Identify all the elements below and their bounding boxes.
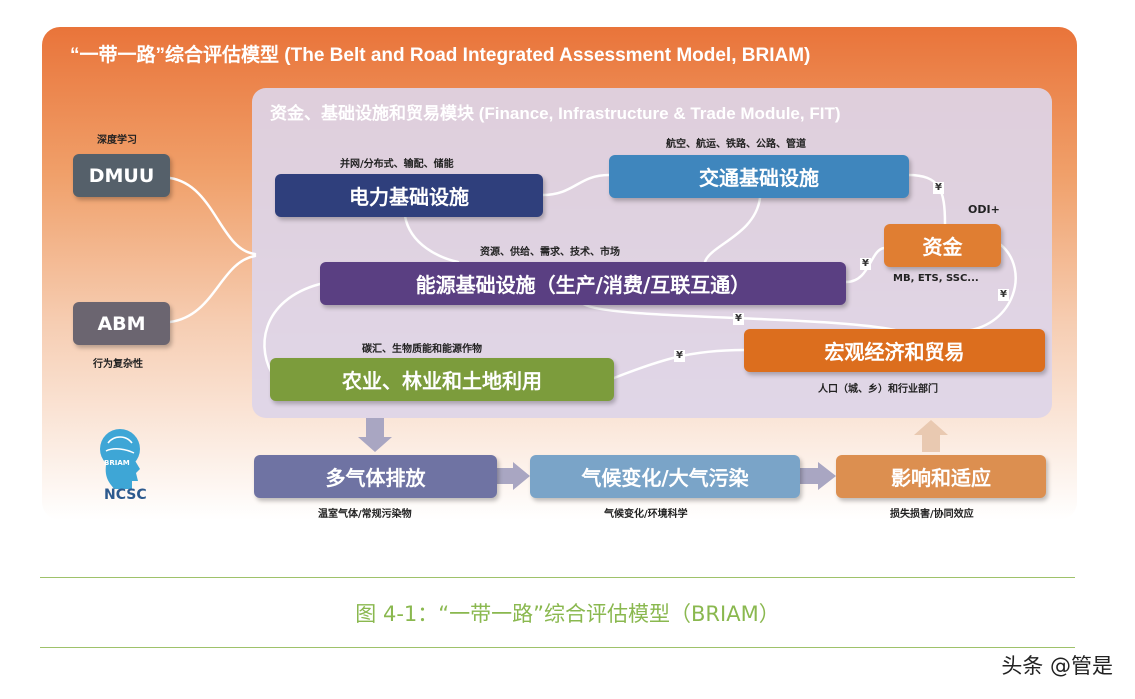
fit-module-title: 资金、基础设施和贸易模块 (Finance, Infrastructure & … — [270, 104, 841, 123]
arrow-up-fit — [914, 420, 948, 452]
energy-infrastructure-box[interactable]: 能源基础设施（生产/消费/互联互通） — [320, 262, 846, 305]
impact-adaptation-box[interactable]: 影响和适应 — [836, 455, 1046, 498]
arrow-right-climate — [497, 462, 530, 490]
logo-text-bottom: NCSC — [104, 487, 147, 503]
caption-top-rule — [40, 577, 1075, 578]
yen-label-finance-macro: ¥ — [998, 289, 1009, 301]
link-transport-energy — [703, 196, 762, 264]
link-power-transport — [540, 173, 611, 197]
finance-note-top: ODI+ — [968, 203, 1000, 216]
climate-change-box[interactable]: 气候变化/大气污染 — [530, 455, 800, 498]
diagram-title: “一带一路”综合评估模型 (The Belt and Road Integrat… — [70, 45, 811, 66]
dmuu-box[interactable]: DMUU — [73, 154, 170, 197]
transport-note: 航空、航运、铁路、公路、管道 — [666, 139, 806, 150]
caption-bottom-rule — [40, 647, 1075, 648]
macro-economy-trade-box[interactable]: 宏观经济和贸易 — [744, 329, 1045, 372]
abm-box[interactable]: ABM — [73, 302, 170, 345]
energy-note: 资源、供给、需求、技术、市场 — [480, 247, 620, 258]
climate-note: 气候变化/环境科学 — [604, 509, 688, 520]
link-finance-macro — [963, 243, 1017, 333]
power-note: 并网/分布式、输配、储能 — [340, 159, 454, 170]
multi-gas-emission-box[interactable]: 多气体排放 — [254, 455, 497, 498]
link-power-energy — [403, 214, 460, 264]
link-energy-agri — [263, 282, 322, 380]
brain-head-icon — [100, 429, 140, 489]
agri-note: 碳汇、生物质能和能源作物 — [362, 344, 482, 355]
figure-caption: 图 4-1：“一带一路”综合评估模型（BRIAM） — [355, 602, 780, 626]
macro-note: 人口（城、乡）和行业部门 — [818, 384, 938, 395]
impact-note: 损失损害/协同效应 — [890, 509, 974, 520]
power-infrastructure-box[interactable]: 电力基础设施 — [275, 174, 543, 217]
logo-text-top: BRIAM — [104, 459, 130, 467]
yen-label-energy-finance: ¥ — [860, 258, 871, 270]
yen-label-transport-finance: ¥ — [933, 182, 944, 194]
agriculture-forestry-land-box[interactable]: 农业、林业和土地利用 — [270, 358, 614, 401]
watermark: 头条 @管是 — [1001, 654, 1113, 678]
yen-label-energy-macro: ¥ — [733, 313, 744, 325]
dmuu-sublabel: 深度学习 — [97, 135, 137, 146]
arrow-down-emission — [358, 418, 392, 452]
briam-logo: BRIAM NCSC — [92, 425, 152, 510]
abm-sublabel: 行为复杂性 — [93, 359, 143, 370]
arrow-right-impact — [800, 462, 836, 490]
emission-note: 温室气体/常规污染物 — [318, 509, 412, 520]
link-energy-macro — [580, 301, 897, 332]
link-abm-hub — [168, 254, 257, 324]
transport-infrastructure-box[interactable]: 交通基础设施 — [609, 155, 909, 198]
link-dmuu-hub — [168, 176, 257, 256]
finance-note: MB, ETS, SSC... — [893, 273, 979, 284]
finance-box[interactable]: 资金 — [884, 224, 1001, 267]
yen-label-macro-agri: ¥ — [674, 350, 685, 362]
